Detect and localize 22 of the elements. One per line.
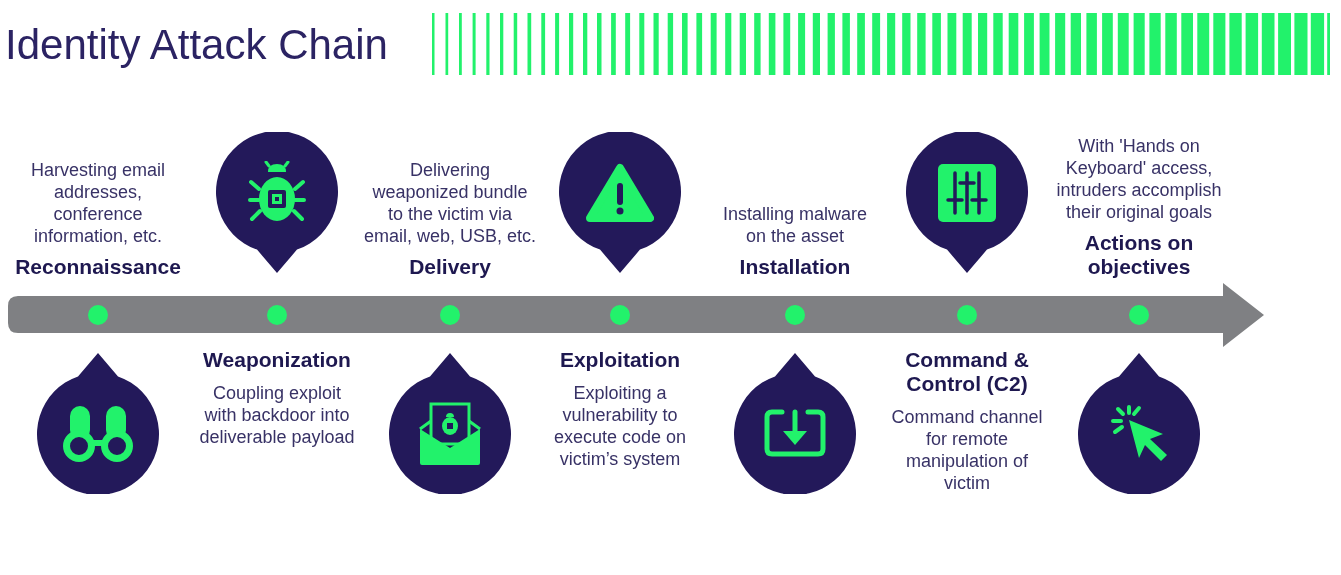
pin-marker xyxy=(216,132,338,273)
pin-marker xyxy=(559,132,681,273)
stage-heading: Delivery xyxy=(408,255,492,279)
stage-description: Exploiting a vulnerability to execute code on victim’s system xyxy=(552,382,688,470)
stage-description: Coupling exploit with backdoor into deliverable payload xyxy=(198,382,356,448)
stage-heading: Weaponization xyxy=(202,348,352,372)
pin-marker xyxy=(906,132,1028,273)
pin-marker xyxy=(37,353,159,494)
stage-heading: Command & Control (C2) xyxy=(904,348,1030,396)
pin-marker xyxy=(734,353,856,494)
title: Identity Attack Chain xyxy=(5,22,388,68)
stage-description: Harvesting email addresses, conference information, etc. xyxy=(29,159,167,247)
stage-description: With 'Hands on Keyboard' access, intruders accomplish their original goals xyxy=(1055,135,1223,223)
pin-marker xyxy=(389,353,511,494)
stage-description: Command channel for remote manipulation of victim xyxy=(890,406,1044,494)
stage-description: Delivering weaponized bundle to the victim via email, web, USB, etc. xyxy=(363,159,537,247)
stage-heading: Actions on objectives xyxy=(1083,231,1195,279)
stage-description: Installing malware on the asset xyxy=(721,203,869,247)
stage-heading: Installation xyxy=(738,255,852,279)
stage-heading: Reconnaissance xyxy=(14,255,182,279)
pin-marker xyxy=(1078,353,1200,494)
stage-heading: Exploitation xyxy=(558,348,682,372)
